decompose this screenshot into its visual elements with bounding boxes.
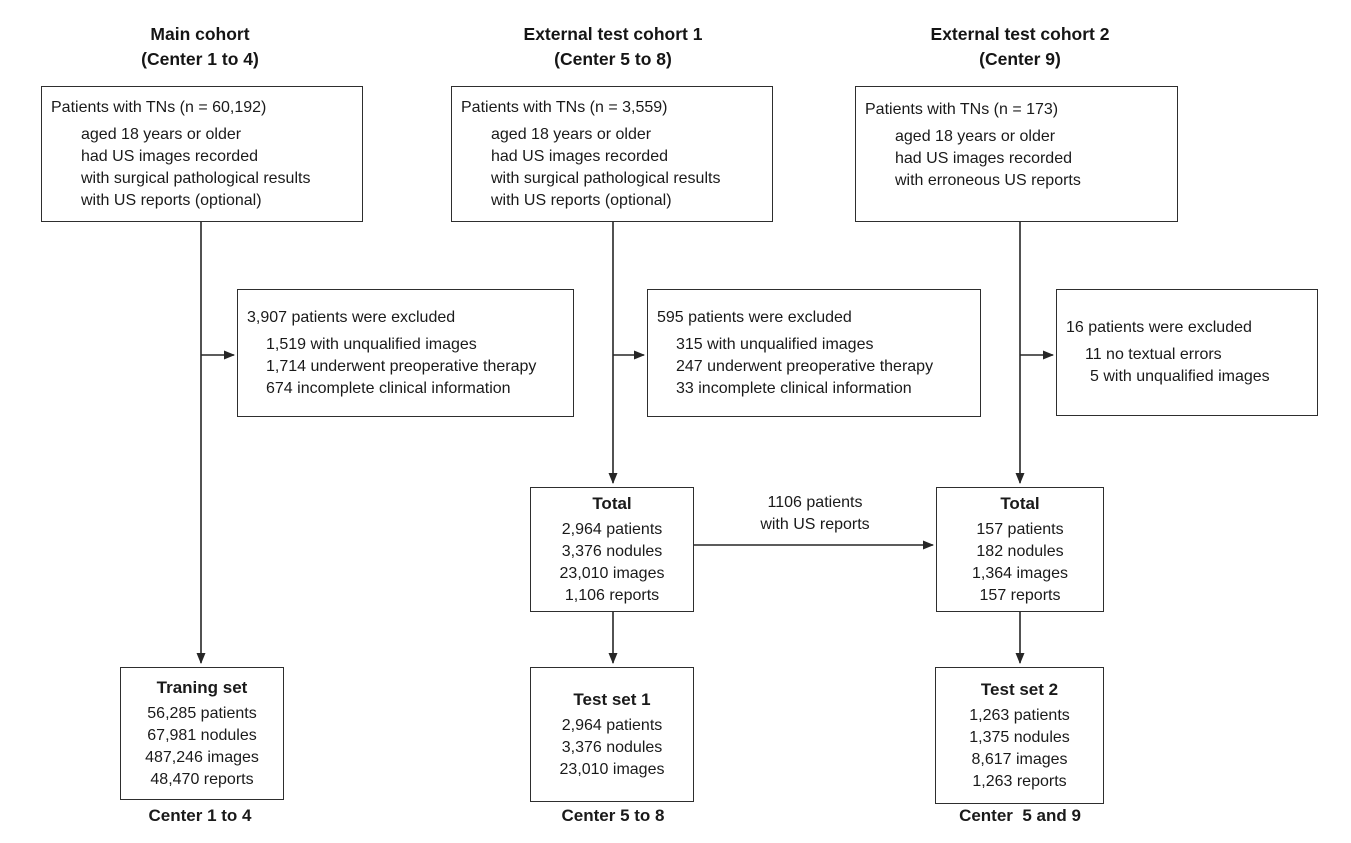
exclusion-box-external-cohort-1: 595 patients were excluded 315 with unqu… — [647, 289, 981, 417]
box-item: 182 nodules — [976, 542, 1064, 560]
box-title: 16 patients were excluded — [1066, 319, 1252, 336]
box-item: 1,106 reports — [564, 586, 660, 604]
box-item: 2,964 patients — [561, 716, 663, 734]
box-item: 315 with unqualified images — [676, 335, 874, 353]
footer-label-center-5-and-9: Center 5 and 9 — [959, 806, 1081, 825]
box-item: 56,285 patients — [147, 704, 257, 722]
box-item: with surgical pathological results — [491, 169, 721, 187]
connector-label-line: 1106 patients — [767, 494, 863, 511]
patients-box-main-cohort: Patients with TNs (n = 60,192) aged 18 y… — [41, 86, 363, 222]
box-item: 5 with unqualified images — [1090, 368, 1270, 385]
box-item: with US reports (optional) — [491, 191, 672, 209]
box-item: had US images recorded — [491, 147, 668, 165]
patients-box-external-cohort-1: Patients with TNs (n = 3,559) aged 18 ye… — [451, 86, 773, 222]
box-item: 157 patients — [976, 520, 1064, 538]
box-item: 247 underwent preoperative therapy — [676, 357, 934, 375]
box-title: 595 patients were excluded — [657, 308, 852, 326]
exclusion-box-main-cohort: 3,907 patients were excluded 1,519 with … — [237, 289, 574, 417]
box-item: 1,375 nodules — [969, 728, 1070, 746]
box-item: had US images recorded — [81, 147, 258, 165]
box-item: 23,010 images — [559, 760, 665, 778]
column-header-external-cohort-1: External test cohort 1 (Center 5 to 8) — [443, 22, 783, 72]
exclusion-box-external-cohort-2: 16 patients were excluded 11 no textual … — [1056, 289, 1318, 416]
box-item: 8,617 images — [971, 750, 1068, 768]
box-title: Patients with TNs (n = 3,559) — [461, 98, 668, 116]
column-header-main-cohort: Main cohort (Center 1 to 4) — [30, 22, 370, 72]
box-item: 67,981 nodules — [147, 726, 257, 744]
header-line: External test cohort 2 — [930, 24, 1110, 44]
box-title: 3,907 patients were excluded — [247, 308, 456, 326]
box-item: 1,263 patients — [969, 706, 1070, 724]
footer-label-center-5-to-8: Center 5 to 8 — [561, 806, 665, 825]
box-item: with US reports (optional) — [81, 191, 262, 209]
header-line: (Center 1 to 4) — [141, 49, 259, 69]
box-item: 48,470 reports — [150, 770, 254, 788]
box-item: aged 18 years or older — [895, 128, 1056, 145]
box-item: with surgical pathological results — [81, 169, 311, 187]
box-title: Patients with TNs (n = 173) — [865, 101, 1059, 118]
box-title: Test set 2 — [980, 679, 1059, 699]
box-item: had US images recorded — [895, 150, 1072, 167]
header-line: (Center 9) — [979, 49, 1061, 69]
box-title: Total — [592, 493, 632, 513]
box-item: aged 18 years or older — [81, 125, 242, 143]
box-item: 2,964 patients — [561, 520, 663, 538]
connector-label-line: with US reports — [760, 516, 870, 533]
total-box-external-cohort-1: Total 2,964 patients 3,376 nodules 23,01… — [530, 487, 694, 612]
box-item: 11 no textual errors — [1085, 346, 1222, 363]
box-item: 674 incomplete clinical information — [266, 379, 511, 397]
box-item: 487,246 images — [145, 748, 259, 766]
box-item: 1,519 with unqualified images — [266, 335, 477, 353]
total-box-external-cohort-2: Total 157 patients 182 nodules 1,364 ima… — [936, 487, 1104, 612]
patients-box-external-cohort-2: Patients with TNs (n = 173) aged 18 year… — [855, 86, 1178, 222]
box-item: 1,263 reports — [972, 772, 1067, 790]
box-title: Traning set — [156, 677, 248, 697]
box-title: Total — [1000, 493, 1040, 513]
box-item: 1,364 images — [971, 564, 1069, 582]
box-title: Test set 1 — [573, 689, 651, 709]
test-set-1-box: Test set 1 2,964 patients 3,376 nodules … — [530, 667, 694, 802]
header-line: Main cohort — [150, 24, 250, 44]
header-line: (Center 5 to 8) — [554, 49, 672, 69]
box-item: 157 reports — [979, 586, 1061, 604]
box-item: 33 incomplete clinical information — [676, 379, 912, 397]
column-header-external-cohort-2: External test cohort 2 (Center 9) — [850, 22, 1190, 72]
header-line: External test cohort 1 — [523, 24, 703, 44]
box-item: aged 18 years or older — [491, 125, 652, 143]
footer-label-center-1-to-4: Center 1 to 4 — [148, 806, 252, 825]
test-set-2-box: Test set 2 1,263 patients 1,375 nodules … — [935, 667, 1104, 804]
box-item: 1,714 underwent preoperative therapy — [266, 357, 537, 375]
box-item: with erroneous US reports — [895, 172, 1081, 189]
box-item: 3,376 nodules — [561, 738, 663, 756]
box-item: 3,376 nodules — [561, 542, 663, 560]
box-item: 23,010 images — [559, 564, 665, 582]
training-set-box: Traning set 56,285 patients 67,981 nodul… — [120, 667, 284, 800]
connector-label-us-reports: 1106 patients with US reports — [710, 492, 920, 536]
box-title: Patients with TNs (n = 60,192) — [51, 98, 267, 116]
